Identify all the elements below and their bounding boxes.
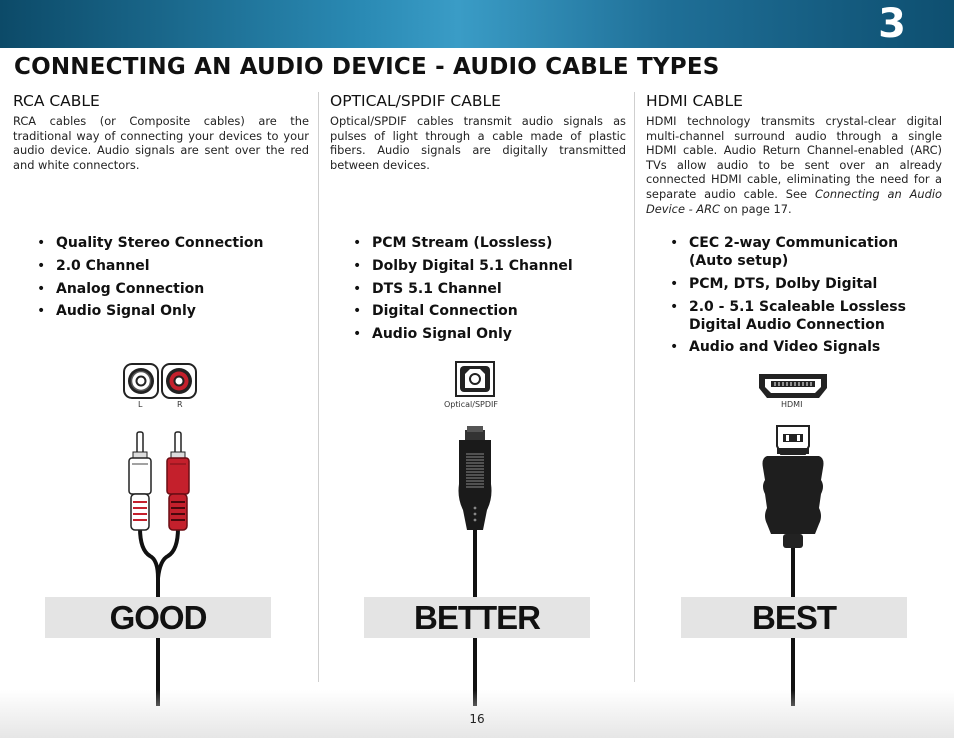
good-badge: GOOD — [45, 597, 271, 638]
hdmi-column: HDMI CABLE HDMI technology transmits cry… — [646, 92, 942, 216]
hdmi-text: HDMI technology transmits crystal-clear … — [646, 114, 942, 201]
list-item: Analog Connection — [37, 280, 297, 298]
rca-jacks-icon — [123, 363, 197, 399]
list-item: Audio and Video Signals — [670, 338, 920, 356]
list-item: Quality Stereo Connection — [37, 234, 297, 252]
list-item: Dolby Digital 5.1 Channel — [353, 257, 613, 275]
list-item: PCM, DTS, Dolby Digital — [670, 275, 920, 293]
rca-description: RCA cables (or Composite cables) are the… — [13, 114, 309, 172]
rating-good: GOOD — [109, 599, 208, 636]
header-bar: 3 — [0, 0, 954, 48]
optical-feature-list: PCM Stream (Lossless) Dolby Digital 5.1 … — [353, 234, 613, 348]
hdmi-text-end: on page 17. — [719, 201, 792, 216]
better-badge: BETTER — [364, 597, 590, 638]
optical-label: Optical/SPDIF — [444, 400, 498, 409]
best-badge: BEST — [681, 597, 907, 638]
list-item: Audio Signal Only — [353, 325, 613, 343]
list-item: DTS 5.1 Channel — [353, 280, 613, 298]
hdmi-label: HDMI — [781, 400, 803, 409]
list-item: 2.0 - 5.1 Scaleable Lossless Digital Aud… — [670, 298, 920, 334]
column-divider — [318, 92, 319, 682]
page-title: CONNECTING AN AUDIO DEVICE - AUDIO CABLE… — [14, 54, 720, 80]
hdmi-feature-list: CEC 2-way Communication (Auto setup) PCM… — [670, 234, 920, 361]
optical-cable-icon — [458, 426, 492, 706]
chapter-number: 3 — [878, 1, 906, 47]
rca-column: RCA CABLE RCA cables (or Composite cable… — [13, 92, 309, 172]
page-number: 16 — [469, 712, 485, 726]
right-jack-label: R — [177, 400, 183, 409]
list-item: CEC 2-way Communication (Auto setup) — [670, 234, 920, 270]
optical-port-icon — [455, 361, 495, 397]
optical-description: Optical/SPDIF cables transmit audio sign… — [330, 114, 626, 172]
column-divider — [634, 92, 635, 682]
rating-best: BEST — [751, 599, 837, 636]
list-item: Audio Signal Only — [37, 302, 297, 320]
list-item: 2.0 Channel — [37, 257, 297, 275]
list-item: Digital Connection — [353, 302, 613, 320]
optical-heading: OPTICAL/SPDIF CABLE — [330, 92, 501, 110]
optical-column: OPTICAL/SPDIF CABLE Optical/SPDIF cables… — [330, 92, 626, 172]
hdmi-description: HDMI technology transmits crystal-clear … — [646, 114, 942, 216]
footer-fade — [0, 690, 954, 738]
hdmi-cable-icon — [762, 425, 824, 706]
arc-reference-link: Connecting an Audio Device - ARC — [646, 186, 943, 216]
hdmi-port-icon — [759, 374, 827, 398]
rca-feature-list: Quality Stereo Connection 2.0 Channel An… — [37, 234, 297, 325]
hdmi-heading: HDMI CABLE — [646, 92, 743, 110]
rca-heading: RCA CABLE — [13, 92, 100, 110]
list-item: PCM Stream (Lossless) — [353, 234, 613, 252]
left-jack-label: L — [138, 400, 143, 409]
rating-better: BETTER — [414, 599, 541, 636]
rca-cable-icon — [128, 431, 190, 706]
